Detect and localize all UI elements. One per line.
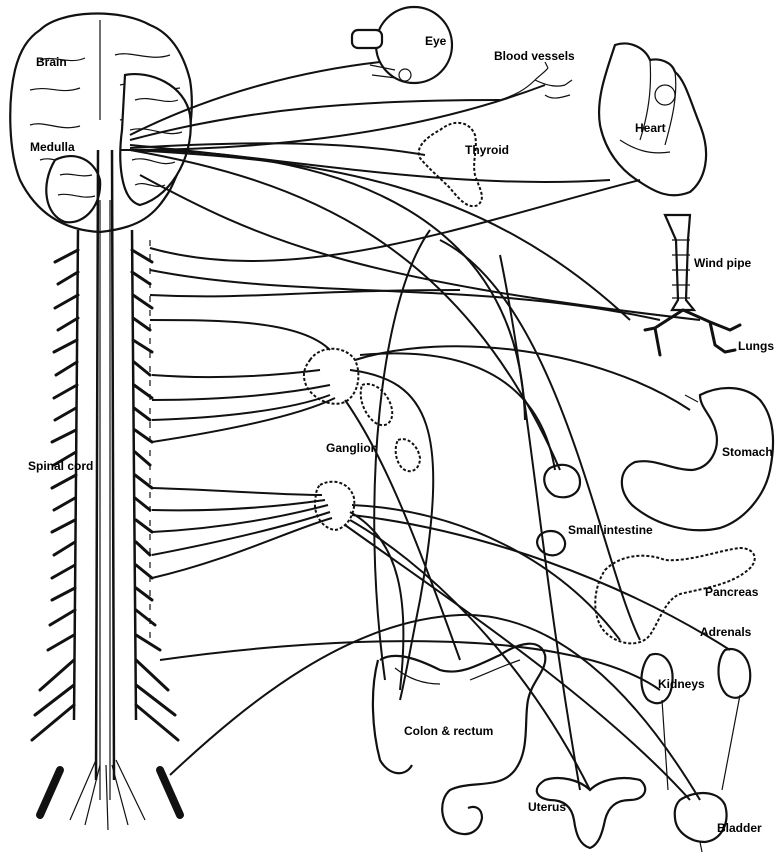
kidneys-label: Kidneys: [658, 677, 705, 691]
colon-rectum: [373, 644, 545, 834]
spinal-cord: [32, 150, 180, 830]
thyroid-label: Thyroid: [465, 143, 509, 157]
brain: [10, 14, 192, 232]
blood-vessels: [500, 62, 572, 100]
kidneys: [641, 649, 750, 790]
bladder-label: Bladder: [717, 821, 762, 835]
colon-rectum-label: Colon & rectum: [404, 724, 493, 738]
blood-vessels-label: Blood vessels: [494, 49, 575, 63]
heart-label: Heart: [635, 121, 666, 135]
lungs-label: Lungs: [738, 339, 774, 353]
heart: [599, 43, 706, 195]
spinal-cord-label: Spinal cord: [28, 459, 93, 473]
small-intestine-label: Small intestine: [568, 523, 653, 537]
pancreas-label: Pancreas: [705, 585, 759, 599]
stomach: [622, 388, 773, 530]
medulla-label: Medulla: [30, 140, 75, 154]
wind-pipe-label: Wind pipe: [694, 256, 752, 270]
wind-pipe: [645, 215, 740, 355]
thyroid: [419, 123, 482, 206]
uterus-label: Uterus: [528, 800, 566, 814]
eye-label: Eye: [425, 34, 447, 48]
brain-label: Brain: [36, 55, 67, 69]
stomach-label: Stomach: [722, 445, 773, 459]
